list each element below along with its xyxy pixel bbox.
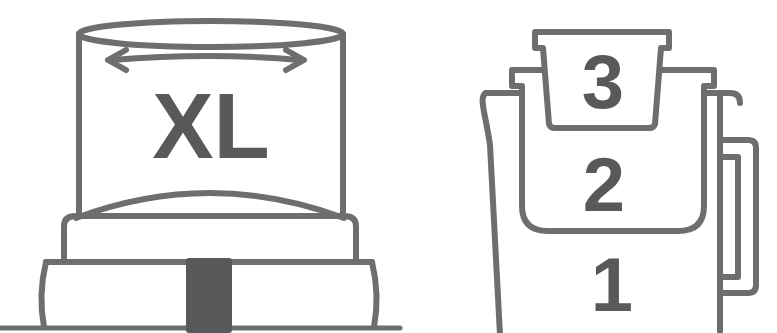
- base-side: [41, 262, 46, 327]
- outline-path: [720, 157, 738, 277]
- base-side: [372, 262, 377, 327]
- outline-path: [483, 93, 500, 333]
- outline-path: [720, 140, 756, 293]
- outline-path: [76, 34, 82, 216]
- part-number: 1: [591, 247, 633, 323]
- outline-path: [535, 32, 669, 128]
- part-number: 3: [582, 44, 624, 120]
- outline-path: [340, 34, 346, 216]
- xl-bowl: XL: [76, 18, 346, 218]
- size-label: XL: [152, 80, 270, 172]
- middle-insert: 23: [508, 66, 718, 241]
- control-knob: [186, 258, 232, 333]
- outer-jug: 123: [478, 85, 763, 333]
- arrow-head: [286, 50, 304, 70]
- outline-path: [79, 21, 343, 47]
- top-insert: 3: [531, 28, 673, 133]
- lid-collar: [64, 216, 356, 258]
- outline-path: [717, 93, 723, 333]
- part-number: 2: [583, 147, 625, 223]
- width-arrow: [112, 56, 300, 60]
- arrow-head: [108, 50, 126, 70]
